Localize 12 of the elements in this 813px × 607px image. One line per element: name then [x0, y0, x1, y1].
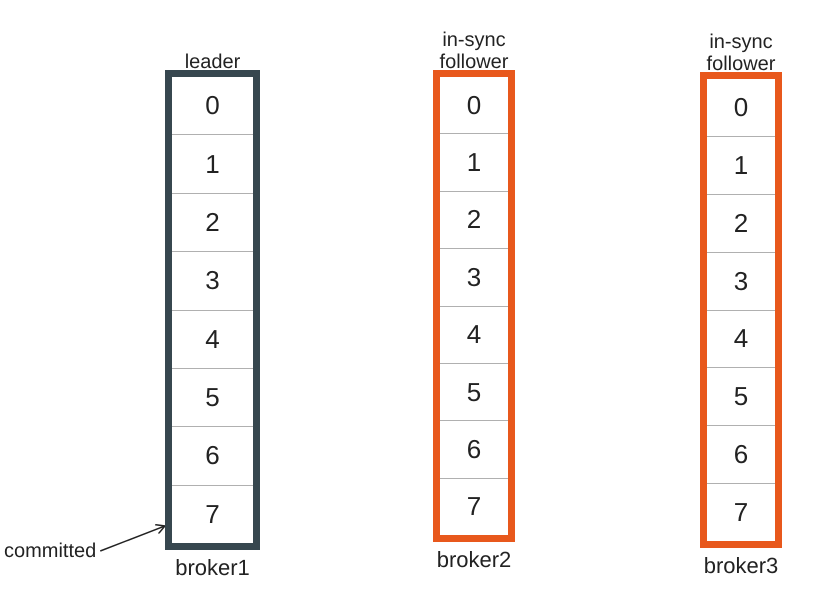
broker-label: broker1: [175, 554, 250, 582]
log-cell: 4: [172, 310, 253, 369]
log-cell: 4: [707, 310, 775, 368]
column-heading: leader: [184, 51, 242, 73]
annotation-text: committed: [4, 536, 96, 566]
log-cell: 4: [440, 306, 508, 364]
column-heading: in-sync follower: [706, 31, 776, 75]
log-cell: 3: [707, 252, 775, 310]
arrow: [100, 524, 166, 552]
column-heading: in-sync follower: [438, 29, 510, 73]
broker-label: broker3: [704, 552, 778, 580]
broker-label: broker2: [436, 546, 512, 574]
